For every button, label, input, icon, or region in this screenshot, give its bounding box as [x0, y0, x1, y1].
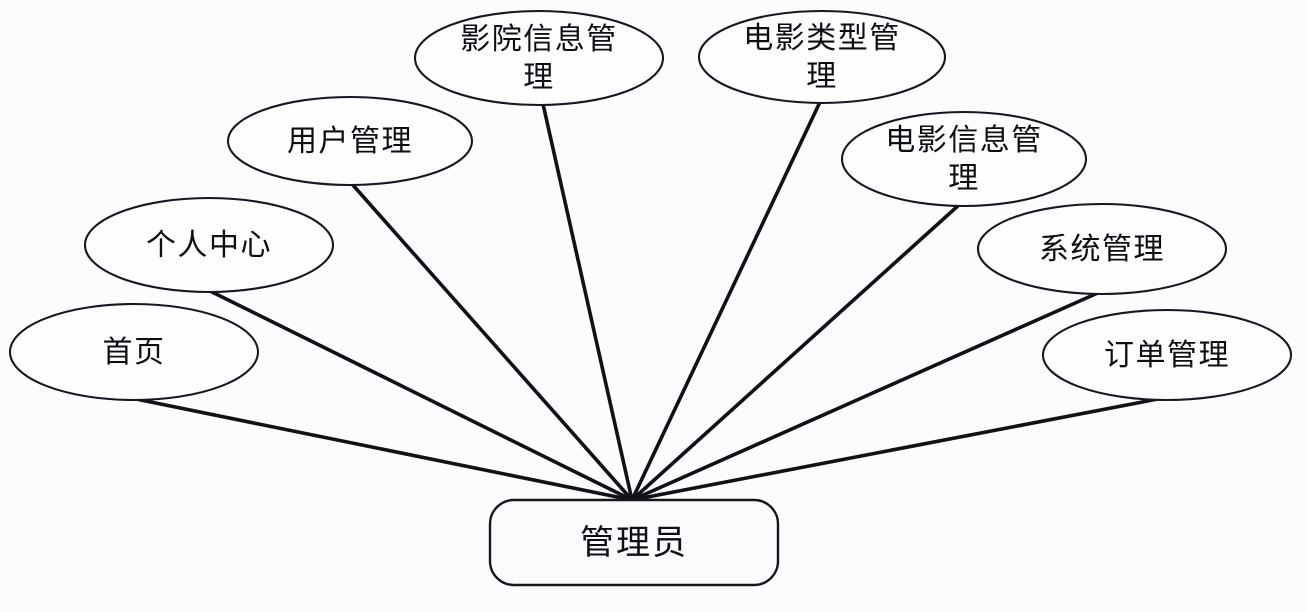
- association-line-system-management: [630, 290, 1102, 502]
- use-case-label-line: 理: [806, 59, 838, 94]
- use-case-node-movie-type-management[interactable]: 电影类型管理: [697, 9, 947, 105]
- use-case-shape[interactable]: [697, 9, 947, 105]
- use-case-label-line: 电影类型管: [743, 21, 901, 56]
- actor-label: 管理员: [580, 523, 688, 563]
- use-case-shape[interactable]: [1041, 308, 1293, 402]
- use-case-node-system-management[interactable]: 系统管理: [976, 202, 1228, 296]
- use-case-shape[interactable]: [226, 95, 474, 187]
- association-lines-group: [134, 100, 1165, 502]
- use-case-label-line: 理: [948, 161, 980, 196]
- use-case-label-line: 订单管理: [1104, 338, 1230, 373]
- use-case-label: 用户管理: [287, 124, 413, 159]
- association-line-order-management: [630, 396, 1165, 502]
- use-case-label: 个人中心: [146, 228, 272, 263]
- use-case-shape[interactable]: [83, 196, 335, 294]
- use-case-label: 系统管理: [1039, 232, 1165, 267]
- use-case-node-cinema-info-management[interactable]: 影院信息管理: [413, 9, 665, 107]
- actor-node-admin[interactable]: 管理员: [488, 498, 780, 587]
- association-line-movie-info-management: [630, 202, 962, 502]
- use-case-node-movie-info-management[interactable]: 电影信息管理: [840, 110, 1088, 208]
- use-case-label-line: 用户管理: [287, 124, 413, 159]
- use-case-node-order-management[interactable]: 订单管理: [1041, 308, 1293, 402]
- use-case-shape[interactable]: [413, 9, 665, 107]
- use-case-node-personal-center[interactable]: 个人中心: [83, 196, 335, 294]
- use-case-node-home[interactable]: 首页: [8, 302, 260, 402]
- use-case-label-line: 系统管理: [1039, 232, 1165, 267]
- use-case-label-line: 个人中心: [146, 228, 272, 263]
- use-case-shape[interactable]: [840, 110, 1088, 208]
- association-line-movie-type-management: [630, 100, 822, 502]
- use-case-label-line: 影院信息管: [460, 22, 618, 57]
- use-case-label-line: 电影信息管: [885, 123, 1043, 158]
- association-line-user-management: [350, 182, 634, 502]
- use-case-label: 影院信息管理: [460, 22, 618, 95]
- association-line-personal-center: [208, 289, 634, 502]
- use-case-node-user-management[interactable]: 用户管理: [226, 95, 474, 187]
- use-case-label: 电影信息管理: [885, 123, 1043, 196]
- use-case-label-line: 理: [523, 60, 555, 95]
- association-line-cinema-info-management: [541, 102, 634, 502]
- use-case-label: 订单管理: [1104, 338, 1230, 373]
- use-case-shape[interactable]: [8, 302, 260, 402]
- use-case-label: 电影类型管理: [743, 21, 901, 94]
- association-line-home: [134, 397, 634, 502]
- use-case-label: 首页: [103, 335, 166, 370]
- use-case-label-line: 首页: [103, 335, 166, 370]
- use-case-shape[interactable]: [976, 202, 1228, 296]
- actor-shape[interactable]: [488, 498, 780, 587]
